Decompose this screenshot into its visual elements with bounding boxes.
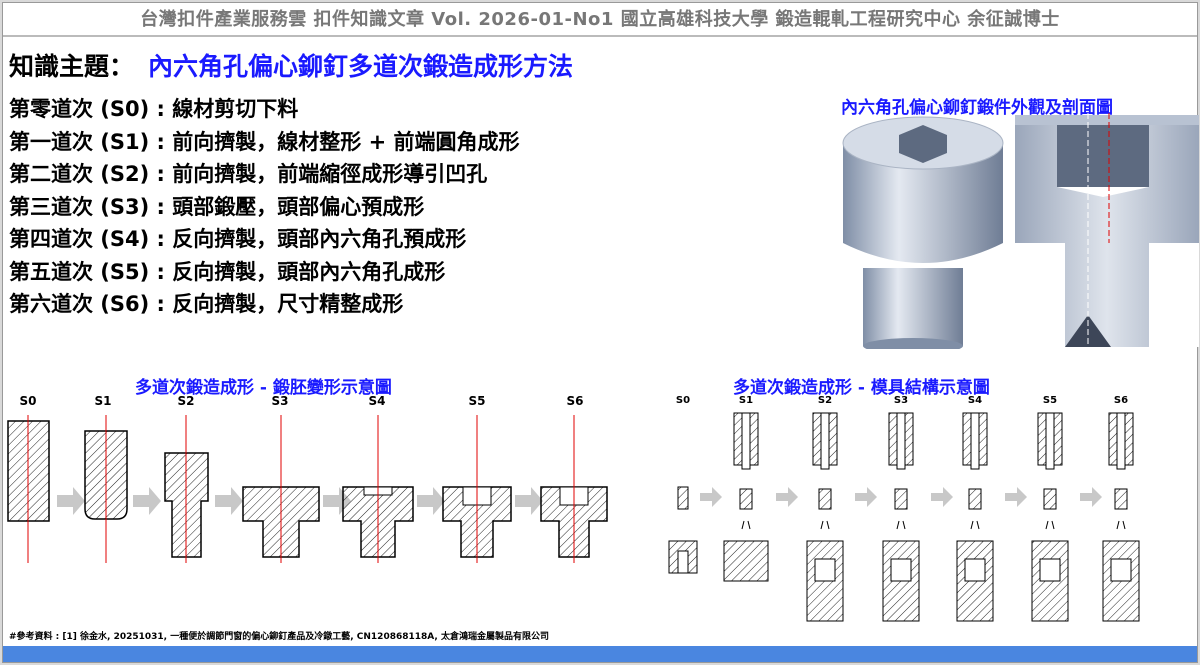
image-caption: 內六角孔偏心鉚釘鍛件外觀及剖面圖 <box>841 98 1113 118</box>
ejector-pin <box>741 520 751 530</box>
arrow-icon <box>417 487 445 515</box>
stage-label: S2 <box>178 394 195 408</box>
footer-bar <box>3 646 1197 662</box>
die-cavity <box>964 558 986 582</box>
arrow-icon <box>931 487 953 507</box>
right-diagram-title: 多道次鍛造成形 - 模具結構示意圖 <box>733 378 990 398</box>
punch-bore <box>896 412 906 470</box>
billet-shape <box>677 486 689 510</box>
stage-label: S0 <box>20 394 37 408</box>
stage-label: S5 <box>469 394 486 408</box>
arrow-icon <box>776 487 798 507</box>
stage-label: S6 <box>1114 395 1128 406</box>
left-diagram-title: 多道次鍛造成形 - 鍛胚變形示意圖 <box>135 378 392 398</box>
billet-shape <box>1114 488 1128 510</box>
step-item: 第五道次 (S5) : 反向擠製，頭部內六角孔成形 <box>9 259 446 284</box>
stage-label: S1 <box>95 394 112 408</box>
billet-shape <box>818 488 832 510</box>
stage-label: S1 <box>739 395 753 406</box>
topic: 知識主題： 內六角孔偏心鉚釘多道次鍛造成形方法 <box>9 47 573 83</box>
die-block <box>723 540 769 582</box>
stage-label: S2 <box>818 395 832 406</box>
arrow-icon <box>1005 487 1027 507</box>
topic-value: 內六角孔偏心鉚釘多道次鍛造成形方法 <box>148 52 574 81</box>
billet-shape <box>1043 488 1057 510</box>
step-item: 第二道次 (S2) : 前向擠製，前端縮徑成形導引凹孔 <box>9 162 488 186</box>
arrow-icon <box>1080 487 1102 507</box>
stage-label: S4 <box>369 394 386 408</box>
punch-bore <box>1045 412 1055 470</box>
arrow-icon <box>515 487 543 515</box>
ejector-pin <box>1045 520 1055 530</box>
billet-shape <box>894 488 908 510</box>
stage-label: S6 <box>567 394 584 408</box>
arrow-icon <box>855 487 877 507</box>
header-title: 台灣扣件產業服務雲 扣件知識文章 Vol. 2026-01-No1 國立高雄科技… <box>3 3 1197 37</box>
die-structure-diagram: S0 S1 S2 S3 S4 S5 S6 <box>668 395 1140 622</box>
stage-label: S3 <box>894 395 908 406</box>
arrow-icon <box>57 487 85 515</box>
stage-label: S3 <box>272 394 289 408</box>
stage-label: S4 <box>968 395 982 406</box>
die-cavity <box>890 558 912 582</box>
rivet-render-image <box>842 113 1199 349</box>
step-item: 第三道次 (S3) : 頭部鍛壓，頭部偏心預成形 <box>9 194 425 219</box>
reference-note: #參考資料 : [1] 徐金水, 20251031, 一種便於調節門窗的偏心鉚釘… <box>9 632 549 642</box>
punch-bore <box>741 412 751 470</box>
billet-shape <box>739 488 753 510</box>
step-item: 第六道次 (S6) : 反向擠製，尺寸精整成形 <box>9 292 404 316</box>
ejector-pin <box>896 520 906 530</box>
punch-bore <box>1116 412 1126 470</box>
step-list: 第零道次 (S0) : 線材剪切下料 第一道次 (S1) : 前向擠製，線材整形… <box>9 93 519 321</box>
punch-bore <box>970 412 980 470</box>
die-cavity <box>814 558 836 582</box>
die-cavity <box>677 550 689 574</box>
billet-deformation-diagram: S0 S1 S2 S3 S4 S5 S6 <box>7 394 608 563</box>
billet-shape <box>968 488 982 510</box>
ejector-pin <box>970 520 980 530</box>
stage-label: S5 <box>1043 395 1057 406</box>
arrow-icon <box>700 487 722 507</box>
ejector-pin <box>1116 520 1126 530</box>
step-item: 第零道次 (S0) : 線材剪切下料 <box>9 97 299 121</box>
ejector-pin <box>820 520 830 530</box>
punch-bore <box>820 412 830 470</box>
die-cavity <box>1110 558 1132 582</box>
step-item: 第四道次 (S4) : 反向擠製，頭部內六角孔預成形 <box>9 227 467 251</box>
stage-label: S0 <box>676 395 690 406</box>
topic-label: 知識主題： <box>9 52 135 81</box>
step-item: 第一道次 (S1) : 前向擠製，線材整形 + 前端圓角成形 <box>9 129 520 154</box>
arrow-icon <box>133 487 161 515</box>
arrow-icon <box>215 487 243 515</box>
die-cavity <box>1039 558 1061 582</box>
